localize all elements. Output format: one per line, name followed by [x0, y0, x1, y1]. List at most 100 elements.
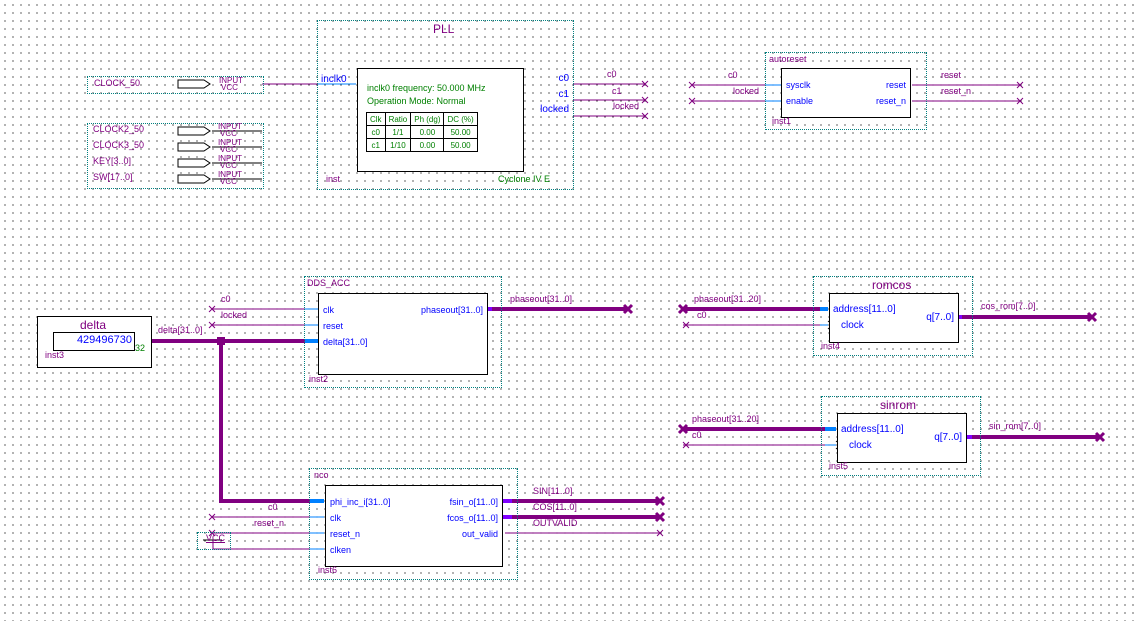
header-cell: Clk [366, 112, 386, 126]
net-label-c0: c0 [692, 430, 702, 440]
input-pin-name: SW[17..0] [93, 172, 133, 182]
net-label-c0: c0 [607, 69, 617, 79]
port-reset-n: reset_n [330, 529, 361, 539]
input-pin-sw[interactable]: SW[17..0] INPUT VCC [87, 170, 262, 187]
autoreset-symbol[interactable]: autoreset sysclk enable reset reset_n in… [765, 52, 927, 130]
delta-value: 429496730 [76, 334, 132, 346]
input-pin-name: CLOCK3_50 [93, 140, 145, 150]
port-delta: delta[31..0] [323, 337, 368, 347]
port-fsin: fsin_o[11..0] [449, 497, 498, 507]
port-reset: reset [885, 80, 906, 90]
port-reset-n: reset_n [875, 96, 906, 106]
sinrom-title: sinrom [880, 398, 917, 412]
romcos-symbol[interactable]: romcos address[11..0] clock q[7..0] inst… [813, 276, 973, 356]
port-enable: enable [786, 96, 814, 106]
header-cell: Ph (dg) [410, 112, 445, 126]
port-reset: reset [323, 321, 344, 331]
sinrom-inst: inst5 [829, 461, 849, 471]
net-label-delta: delta[31..0] [158, 325, 203, 335]
input-pin-clock2-50[interactable]: CLOCK2_50 INPUT VCC [87, 122, 262, 139]
input-pin-clock3-50[interactable]: CLOCK3_50 INPUT VCC [87, 138, 262, 155]
nco-box: phi_inc_i[31..0] clk reset_n clken fsin_… [325, 485, 503, 567]
autoreset-title: autoreset [769, 54, 807, 64]
port-clken: clken [330, 545, 352, 555]
header-cell: DC (%) [443, 112, 478, 126]
input-pin-default: VCC [220, 161, 237, 170]
port-q: q[7..0] [926, 312, 954, 323]
autoreset-inst: inst1 [772, 116, 792, 126]
input-pin-type: INPUT [218, 122, 242, 131]
input-pin-clock50[interactable]: CLOCK_50 INPUT VCC [87, 76, 264, 94]
input-pin-type: INPUT [218, 170, 242, 179]
romcos-box: address[11..0] clock q[7..0] [829, 293, 959, 343]
net-label-phaseout-slice: phaseout[31..20] [692, 414, 760, 424]
net-label-c1: c1 [612, 86, 622, 96]
net-label-phaseout-slice: phaseout[31..20] [694, 294, 762, 304]
input-pin-default: VCC [220, 145, 237, 154]
input-pin-key[interactable]: KEY[3..0] INPUT VCC [87, 154, 262, 171]
port-fcos: fcos_o[11..0] [447, 513, 498, 523]
input-pin-name: CLOCK_50 [94, 78, 141, 88]
input-pin-type: INPUT [219, 76, 243, 85]
delta-inst: inst3 [45, 350, 65, 360]
net-label-locked: locked [733, 86, 760, 96]
dds-acc-title: DDS_ACC [307, 278, 351, 288]
cell: 0.00 [410, 125, 445, 139]
net-label-outvalid: OUTVALID [533, 518, 578, 528]
pll-device: Cyclone IV E [498, 174, 551, 184]
pll-port-inclk0: inclk0 [321, 74, 347, 85]
input-pin-name: KEY[3..0] [93, 156, 132, 166]
pll-table-row: c0 1/1 0.00 50.00 [366, 125, 478, 139]
delta-width: 32 [135, 343, 146, 353]
nco-inst: inst6 [318, 565, 338, 575]
romcos-inst: inst4 [821, 341, 841, 351]
port-clock: clock [841, 320, 864, 331]
net-label-cos: COS[11..0] [533, 502, 577, 512]
net-label-locked: locked [221, 310, 248, 320]
port-phaseout: phaseout[31..0] [420, 305, 483, 315]
pll-port-c1: c1 [558, 89, 569, 100]
port-out-valid: out_valid [461, 529, 498, 539]
net-label-c0: c0 [697, 310, 707, 320]
port-phi-inc: phi_inc_i[31..0] [330, 497, 391, 507]
delta-constant-symbol[interactable]: delta 429496730 32 inst3 [37, 316, 152, 368]
sinrom-symbol[interactable]: sinrom address[11..0] clock q[7..0] inst… [821, 396, 981, 476]
nco-symbol[interactable]: nco phi_inc_i[31..0] clk reset_n clken f… [309, 468, 518, 580]
dds-acc-box: clk reset delta[31..0] phaseout[31..0] [318, 293, 488, 375]
input-pin-default: VCC [220, 177, 237, 186]
delta-title: delta [80, 318, 107, 332]
input-pin-group [87, 123, 264, 189]
input-pin-type: INPUT [218, 154, 242, 163]
header-cell: Ratio [384, 112, 412, 126]
net-label-reset-n: reset_n [254, 518, 285, 528]
sinrom-box: address[11..0] clock q[7..0] [837, 413, 967, 463]
pll-clock-table: Clk Ratio Ph (dg) DC (%) c0 1/1 0.00 50.… [366, 112, 478, 152]
pll-port-locked: locked [540, 104, 569, 115]
nco-title: nco [314, 470, 329, 480]
port-q: q[7..0] [934, 432, 962, 443]
port-clk: clk [330, 513, 341, 523]
pll-title: PLL [433, 22, 455, 36]
romcos-title: romcos [872, 278, 912, 292]
cell: 1/1 [384, 125, 412, 139]
cell: 50.00 [443, 138, 478, 152]
input-pin-type: INPUT [218, 138, 242, 147]
cell: 50.00 [443, 125, 478, 139]
net-label-sin-rom: sin_rom[7..0] [989, 421, 1042, 431]
dds-acc-inst: inst2 [309, 374, 329, 384]
pll-symbol[interactable]: PLL inclk0 inclk0 frequency: 50.000 MHz … [317, 20, 574, 190]
dds-acc-symbol[interactable]: DDS_ACC clk reset delta[31..0] phaseout[… [304, 276, 502, 388]
port-clk: clk [323, 305, 334, 315]
cell: 1/10 [384, 138, 412, 152]
net-label-c0: c0 [268, 502, 278, 512]
port-address: address[11..0] [833, 304, 896, 315]
pll-mode: Operation Mode: Normal [367, 96, 466, 106]
cell: c0 [366, 125, 386, 139]
cell: c1 [366, 138, 386, 152]
cell: 0.00 [410, 138, 445, 152]
net-label-reset-n: reset_n [941, 86, 972, 96]
pll-inner-box: inclk0 frequency: 50.000 MHz Operation M… [357, 68, 524, 172]
vcc-symbol[interactable]: VCC [197, 532, 231, 550]
vcc-label: VCC [206, 533, 226, 543]
